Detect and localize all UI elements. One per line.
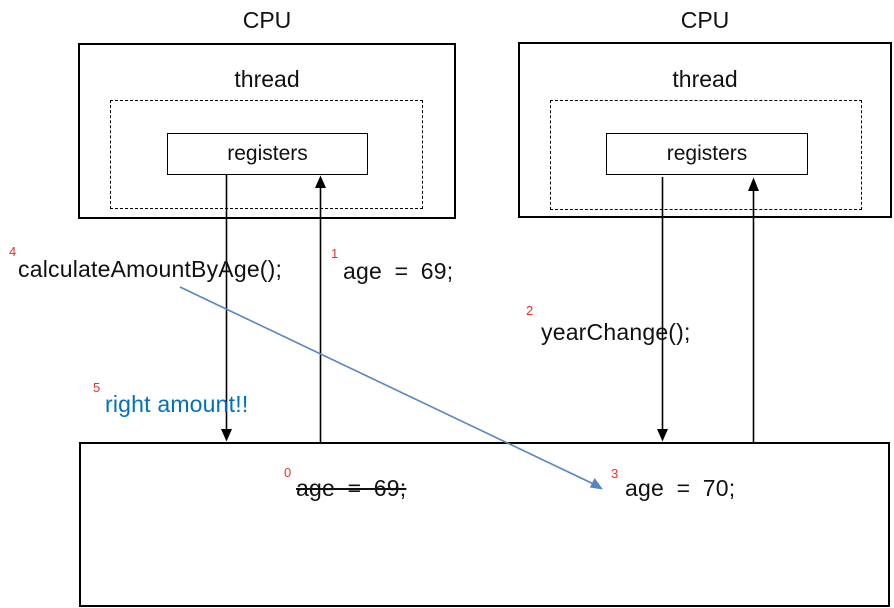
annotation-age-70: age = 70; bbox=[625, 475, 736, 501]
registers-right-label: registers bbox=[666, 142, 748, 165]
step-number-5: 5 bbox=[93, 380, 101, 395]
annotation-age-69-read: age = 69; bbox=[343, 258, 454, 284]
memory-box bbox=[79, 442, 890, 607]
cpu-left-title: CPU bbox=[242, 7, 292, 33]
registers-right-box: registers bbox=[606, 133, 808, 175]
cpu-right-title: CPU bbox=[680, 7, 730, 33]
annotation-right-amount: right amount!! bbox=[105, 391, 249, 417]
step-number-3: 3 bbox=[611, 466, 619, 481]
annotation-calculate-amount: calculateAmountByAge(); bbox=[18, 256, 283, 282]
thread-left-dashed-box bbox=[110, 100, 423, 209]
thread-right-dashed-box bbox=[550, 100, 862, 210]
annotation-age-69-old: age = 69; bbox=[296, 475, 407, 501]
registers-left-box: registers bbox=[167, 133, 368, 175]
step-number-0: 0 bbox=[284, 465, 292, 480]
cpu-right-box bbox=[518, 42, 892, 218]
thread-left-label: thread bbox=[234, 66, 300, 92]
cpu-left-box bbox=[78, 43, 456, 219]
step-number-4: 4 bbox=[9, 244, 17, 259]
thread-right-label: thread bbox=[672, 66, 738, 92]
registers-left-label: registers bbox=[227, 142, 308, 165]
annotation-year-change: yearChange(); bbox=[541, 319, 691, 345]
step-number-2: 2 bbox=[526, 303, 534, 318]
step-number-1: 1 bbox=[331, 246, 339, 261]
